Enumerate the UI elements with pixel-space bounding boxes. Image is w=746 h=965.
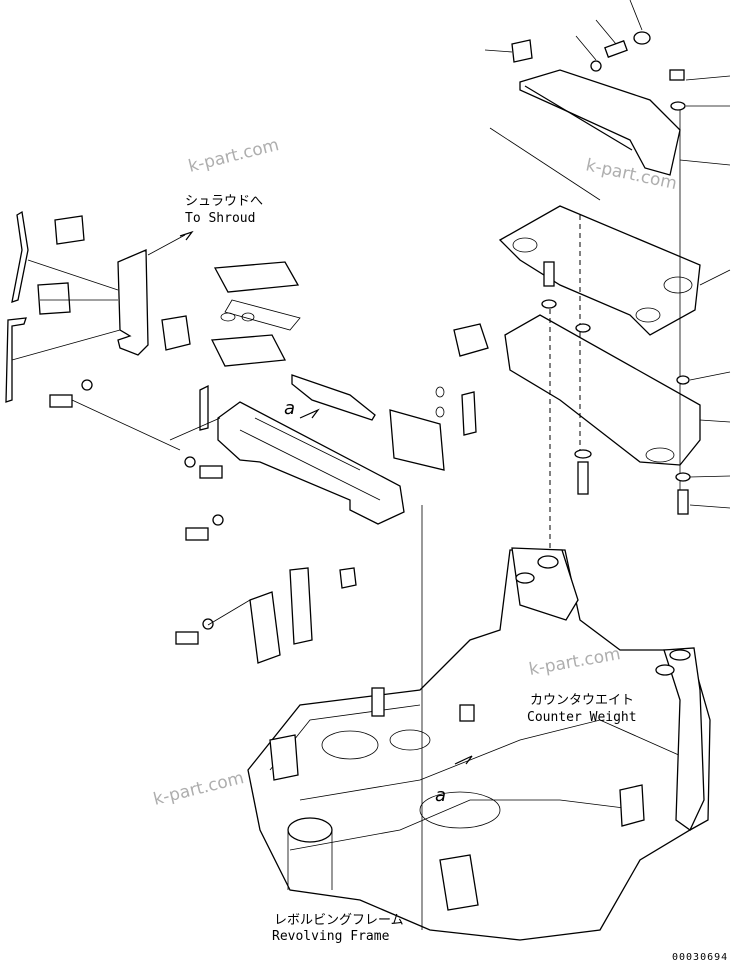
shroud-arrow: [179, 230, 194, 241]
l-rod: [5, 317, 27, 403]
shroud-label-jp: シュラウドへ: [185, 194, 263, 209]
small-strip: [461, 391, 477, 436]
bolt-top-2: [669, 69, 685, 81]
lower-mount-plate: [504, 314, 701, 466]
ref-label-a2: a: [435, 785, 446, 806]
watermark-4: k-part.com: [151, 768, 246, 810]
curved-strip: [11, 210, 29, 303]
top-right-group: [484, 0, 731, 560]
top-cover-plate: [519, 69, 681, 176]
upright-bracket: [117, 249, 149, 356]
illustration-number: 00030694: [672, 952, 728, 963]
small-clip: [339, 567, 357, 589]
revolving-frame-label-jp: レボルビングフレーム: [274, 913, 404, 928]
rubber-block: [54, 215, 85, 245]
center-parts-group: a: [71, 261, 489, 664]
pad-block: [161, 315, 191, 351]
shroud-label-en: To Shroud: [185, 211, 255, 226]
long-rail: [291, 374, 376, 421]
washer-center-3: [202, 618, 214, 630]
swing-cylinder: [287, 817, 333, 843]
revolving-frame: a: [247, 505, 711, 941]
bracket-plate: [389, 409, 445, 471]
counterweight-mount: [511, 547, 579, 621]
bump-block: [459, 704, 475, 722]
top-block: [453, 323, 489, 357]
ref-arrow-a2: [454, 755, 473, 765]
bolt-center-1: [199, 465, 223, 479]
clip-top: [511, 39, 533, 63]
cushion-pad-2: [210, 334, 287, 367]
bolt-mid-1: [543, 261, 555, 287]
small-plate: [37, 282, 71, 315]
washer-mid-4: [676, 375, 690, 385]
bolt-center-3: [175, 631, 199, 645]
post: [371, 687, 385, 717]
washer-mid-3: [574, 449, 592, 459]
left-bracket-group: [5, 210, 194, 408]
washer-top-2: [670, 101, 686, 111]
upper-mount-plate: [498, 205, 701, 336]
frame-outline: [247, 549, 711, 941]
bolt-mid-3: [677, 489, 689, 515]
bolt-mid-2: [577, 461, 589, 495]
side-clip: [199, 384, 209, 431]
washer-center-2: [212, 514, 224, 526]
bolt-center-2: [185, 527, 209, 541]
washer-left-1: [81, 379, 93, 391]
revolving-frame-label-en: Revolving Frame: [272, 929, 390, 944]
ref-label-a1: a: [284, 398, 295, 419]
washer-mid-5: [675, 472, 691, 482]
bolt-left-1: [49, 394, 73, 408]
counterweight-label-en: Counter Weight: [527, 710, 637, 725]
right-tower: [663, 647, 705, 831]
lower-plate-1: [249, 591, 281, 664]
washer-mid-2: [575, 323, 591, 333]
ref-arrow-a1: [299, 408, 320, 419]
floor-plate: [217, 401, 405, 525]
washer-center-1: [184, 456, 196, 468]
lower-plate-2: [289, 567, 313, 645]
bolt-top-1: [604, 40, 628, 58]
cushion-pad-1: [213, 261, 300, 293]
watermark-1: k-part.com: [186, 135, 281, 177]
washer-mid-1: [541, 299, 557, 309]
washer-top-1: [590, 60, 602, 72]
cap-top: [633, 31, 651, 45]
counterweight-label-jp: カウンタウエイト: [530, 693, 634, 708]
